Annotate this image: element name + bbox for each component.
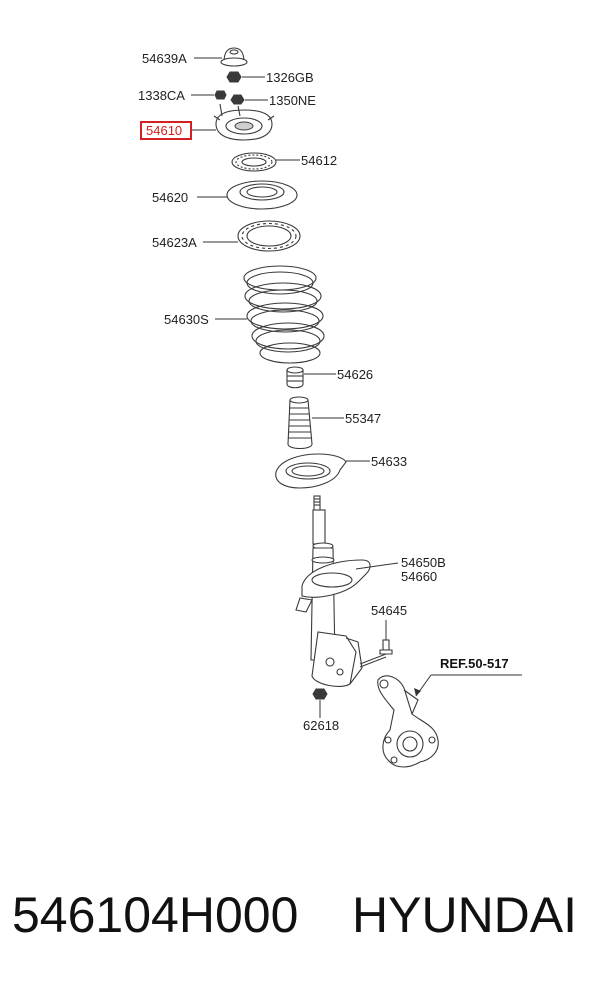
label-55347: 55347 <box>345 411 381 426</box>
part-54639a-cap <box>220 47 248 67</box>
part-1338ca-nut <box>214 90 227 100</box>
label-54610: 54610 <box>146 123 182 138</box>
label-54633: 54633 <box>371 454 407 469</box>
label-1350ne: 1350NE <box>269 93 316 108</box>
caption: 546104H000 HYUNDAI <box>12 880 592 950</box>
part-55347-dust-cover <box>287 396 313 450</box>
part-54610-mount <box>213 103 275 141</box>
caption-part-number: 546104H000 <box>12 887 299 943</box>
label-54660: 54660 <box>401 569 437 584</box>
part-54626-bump-stopper <box>286 366 304 389</box>
leader-54650b <box>355 562 399 570</box>
label-ref-50-517: REF.50-517 <box>440 656 509 671</box>
part-54650b-strut <box>295 495 371 687</box>
label-54630s: 54630S <box>164 312 209 327</box>
part-54623a-pad <box>237 220 301 252</box>
part-steering-knuckle <box>377 675 439 768</box>
label-54612: 54612 <box>301 153 337 168</box>
leader-ref-arrowhead <box>414 688 421 696</box>
label-54645: 54645 <box>371 603 407 618</box>
part-54633-lower-pad <box>275 453 347 489</box>
label-1326gb: 1326GB <box>266 70 314 85</box>
part-62618-nut <box>312 688 328 700</box>
label-54620: 54620 <box>152 190 188 205</box>
highlight-box-54610 <box>140 121 192 140</box>
part-54612-bearing <box>231 152 277 172</box>
part-1350ne-nut <box>230 94 245 105</box>
caption-brand: HYUNDAI <box>352 887 578 943</box>
part-54645-bolt <box>359 639 393 668</box>
label-62618: 62618 <box>303 718 339 733</box>
label-54639a: 54639A <box>142 51 187 66</box>
label-1338ca: 1338CA <box>138 88 185 103</box>
part-54630s-coil-spring <box>243 265 325 364</box>
label-54623a: 54623A <box>152 235 197 250</box>
part-54620-spring-seat <box>226 180 298 210</box>
part-1326gb-nut <box>226 71 242 83</box>
label-54626: 54626 <box>337 367 373 382</box>
label-54650b: 54650B <box>401 555 446 570</box>
